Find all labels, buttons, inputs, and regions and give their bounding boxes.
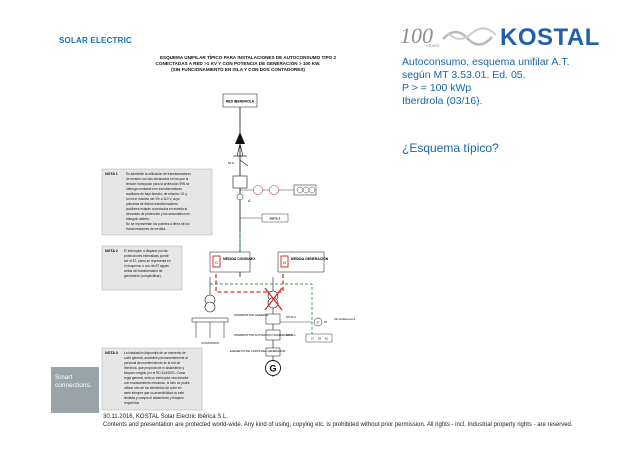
description-line: P > = 100 kWp — [402, 82, 472, 94]
nota1-tag: NOTA 1 — [286, 333, 296, 337]
svg-text:La instalación dispondrá de un: La instalación dispondrá de un elemento … — [124, 351, 186, 355]
svg-text:El interruptor a disparar por: El interruptor a disparar por las — [124, 249, 168, 253]
svg-text:transformadores de medida.: transformadores de medida. — [126, 227, 166, 231]
meter-icon — [253, 185, 263, 195]
svg-text:de tensión con dos devanados e: de tensión con dos devanados en los que … — [126, 177, 188, 181]
meter-generacion-box — [277, 251, 325, 273]
logo-anniversary: 100 — [400, 23, 433, 48]
logo-years-label: YEARS — [426, 43, 440, 48]
meter-consumo-label: MEDIDA CONSUMO — [223, 257, 255, 261]
note1-label: NOTA 1 — [105, 172, 118, 176]
description-line: según MT 3.53.01. Ed. 05. — [402, 69, 526, 81]
meter-consumo-icon — [212, 255, 221, 268]
svg-text:generación (a especificar).: generación (a especificar). — [124, 274, 162, 278]
svg-text:G: G — [269, 364, 276, 374]
svg-text:devanado de protección y los s: devanado de protección y los secundarios… — [126, 212, 190, 216]
svg-text:auxiliares estarán conectados: auxiliares estarán conectados en estrell… — [126, 207, 187, 211]
generator-icon — [265, 360, 281, 376]
meter-generacion-icon — [280, 255, 289, 268]
arrow-icon — [235, 132, 245, 144]
relay-icon — [313, 317, 323, 327]
svg-text:limitada y cumpla el aislamien: limitada y cumpla el aislamiento y bloqu… — [124, 396, 184, 400]
svg-text:con enclavamiento mecánico, si: con enclavamiento mecánico, si bien se p… — [124, 381, 190, 385]
logo-swoosh-icon — [442, 30, 493, 46]
slide-description: Autoconsumo, esquema unifilar A.T. según… — [402, 56, 570, 108]
note-small-tag: NOTA 2 — [270, 217, 281, 221]
meter-generacion-label: MEDIDA GENERACIÓN — [291, 256, 329, 261]
svg-text:Iberdrola, que proporcione el: Iberdrola, que proporcione el aislamient… — [124, 366, 185, 370]
footer: 30.11.2016, KOSTAL Solar Electric Ibéric… — [103, 413, 573, 429]
diagram-title-line: (SIN FUNCIONAMIENTO EN ISLA Y CON DOS CO… — [171, 67, 305, 72]
diagram-title-line: ESQUEMA UNIFILAR TÍPICO PARA INSTALACION… — [160, 53, 337, 60]
svg-text:regla general, será un interru: regla general, será un interruptor secci… — [124, 376, 189, 380]
grid-label: RED IBERDROLA — [226, 100, 255, 104]
svg-text:59: 59 — [324, 320, 327, 324]
interruptor-general-box — [265, 313, 281, 325]
interruptor-general-label: INTERRUPTOR GENERAL — [234, 313, 269, 317]
svg-text:serie siempre que su accesibil: serie siempre que su accesibilidad no es… — [124, 391, 184, 395]
svg-text:ser el 87, como se representa: ser el 87, como se representa en — [124, 259, 171, 263]
nota3-tag: NOTA 3 — [286, 315, 296, 319]
svg-text:el esquema, o uno de AT aguas: el esquema, o uno de AT aguas — [124, 264, 169, 268]
svg-text:27: 27 — [311, 337, 314, 341]
protection-box — [305, 333, 333, 343]
svg-text:protecciones estimativas puede: protecciones estimativas puede — [124, 254, 169, 258]
note2-text: El interruptor a disparar por las protec… — [124, 249, 171, 278]
svg-text:corte general, accesible perma: corte general, accesible permanentemente… — [124, 356, 188, 360]
svg-text:personal de mantenimiento de l: personal de mantenimiento de la red de — [124, 361, 180, 365]
interruptor-dif-label: INTERRUPTOR AUTOMÁTICO DIFERENCIAL — [234, 333, 293, 337]
svg-text:obtenga mediante tres transfor: obtenga mediante tres transformadores — [126, 187, 182, 191]
svg-text:59: 59 — [318, 337, 321, 341]
diagram-title: ESQUEMA UNIFILAR TÍPICO PARA INSTALACION… — [156, 53, 337, 72]
svg-text:Es admisible la utilización de: Es admisible la utilización de transform… — [126, 172, 191, 176]
svg-text:requeridos: requeridos — [124, 401, 139, 405]
note2-box — [101, 245, 183, 291]
slide-question: ¿Esquema típico? — [402, 141, 499, 155]
note1-box — [101, 168, 213, 236]
note3-text: La instalación dispondrá de un elemento … — [124, 351, 190, 405]
svg-text:tensión homopolar para la prot: tensión homopolar para la protección 59N… — [126, 182, 190, 186]
breaker-box — [232, 175, 248, 189]
footer-copyright: Contents and presentation are protected … — [103, 422, 573, 428]
svg-text:27: 27 — [317, 320, 320, 324]
smart-connections-panel — [51, 367, 99, 413]
svg-text:arriba del transformador de: arriba del transformador de — [124, 269, 163, 273]
diagram-title-line: CONECTADAS A RED >1 KV Y CON POTENCIA DE… — [156, 59, 321, 66]
svg-text:primarios de dichos transforma: primarios de dichos transformadores — [126, 202, 178, 206]
smart-connections-text: Smart connections. — [55, 374, 92, 389]
description-line: Autoconsumo, esquema unifilar A.T. — [402, 56, 570, 68]
note1-text: Es admisible la utilización de transform… — [126, 172, 191, 231]
current-label: A — [248, 199, 251, 203]
note3-label: NOTA 3 — [105, 351, 118, 355]
single-line-diagram: ESQUEMA UNIFILAR TÍPICO PARA INSTALACION… — [101, 53, 356, 411]
svg-text:bloqueo exigido por el RD 614/: bloqueo exigido por el RD 614/2001. Como — [124, 371, 185, 375]
svg-text:G: G — [283, 260, 286, 265]
svg-text:No se representan los puentes: No se representan los puentes a tierra d… — [126, 222, 190, 226]
svg-text:utilizar otro de los elementos: utilizar otro de los elementos de corte … — [124, 386, 182, 390]
svg-text:C: C — [215, 260, 218, 265]
logo-company: KOSTAL — [500, 24, 600, 51]
consumos-label: CONSUMOS — [201, 341, 219, 345]
diferencial-box — [265, 329, 281, 341]
switch-tag: 52 N — [228, 161, 234, 165]
note2-label: NOTA 2 — [105, 249, 118, 253]
footer-date-company: 30.11.2016, KOSTAL Solar Electric Ibéric… — [103, 414, 228, 420]
note3-box — [101, 347, 203, 411]
meter-icon — [269, 185, 279, 195]
relay-label: Otro del Elemento 3 — [334, 318, 356, 321]
svg-text:81: 81 — [325, 337, 328, 341]
svg-text:triángulo abierto.: triángulo abierto. — [126, 217, 150, 221]
svg-text:auxiliares de baja tensión, de: auxiliares de baja tensión, de relación … — [126, 192, 188, 196]
elemento-corte-box — [265, 347, 281, 357]
kostal-100-years-logo: 100 YEARS KOSTAL — [400, 23, 600, 51]
brand-name: SOLAR ELECTRIC — [59, 36, 133, 45]
description-line: Iberdrola (03/16). — [402, 95, 483, 107]
svg-text:un error máximo del 1% a 110 V: un error máximo del 1% a 110 V, cuyo — [126, 197, 180, 201]
elemento-corte-label: ELEMENTO DE CORTE DEL GENERADOR — [230, 349, 285, 353]
